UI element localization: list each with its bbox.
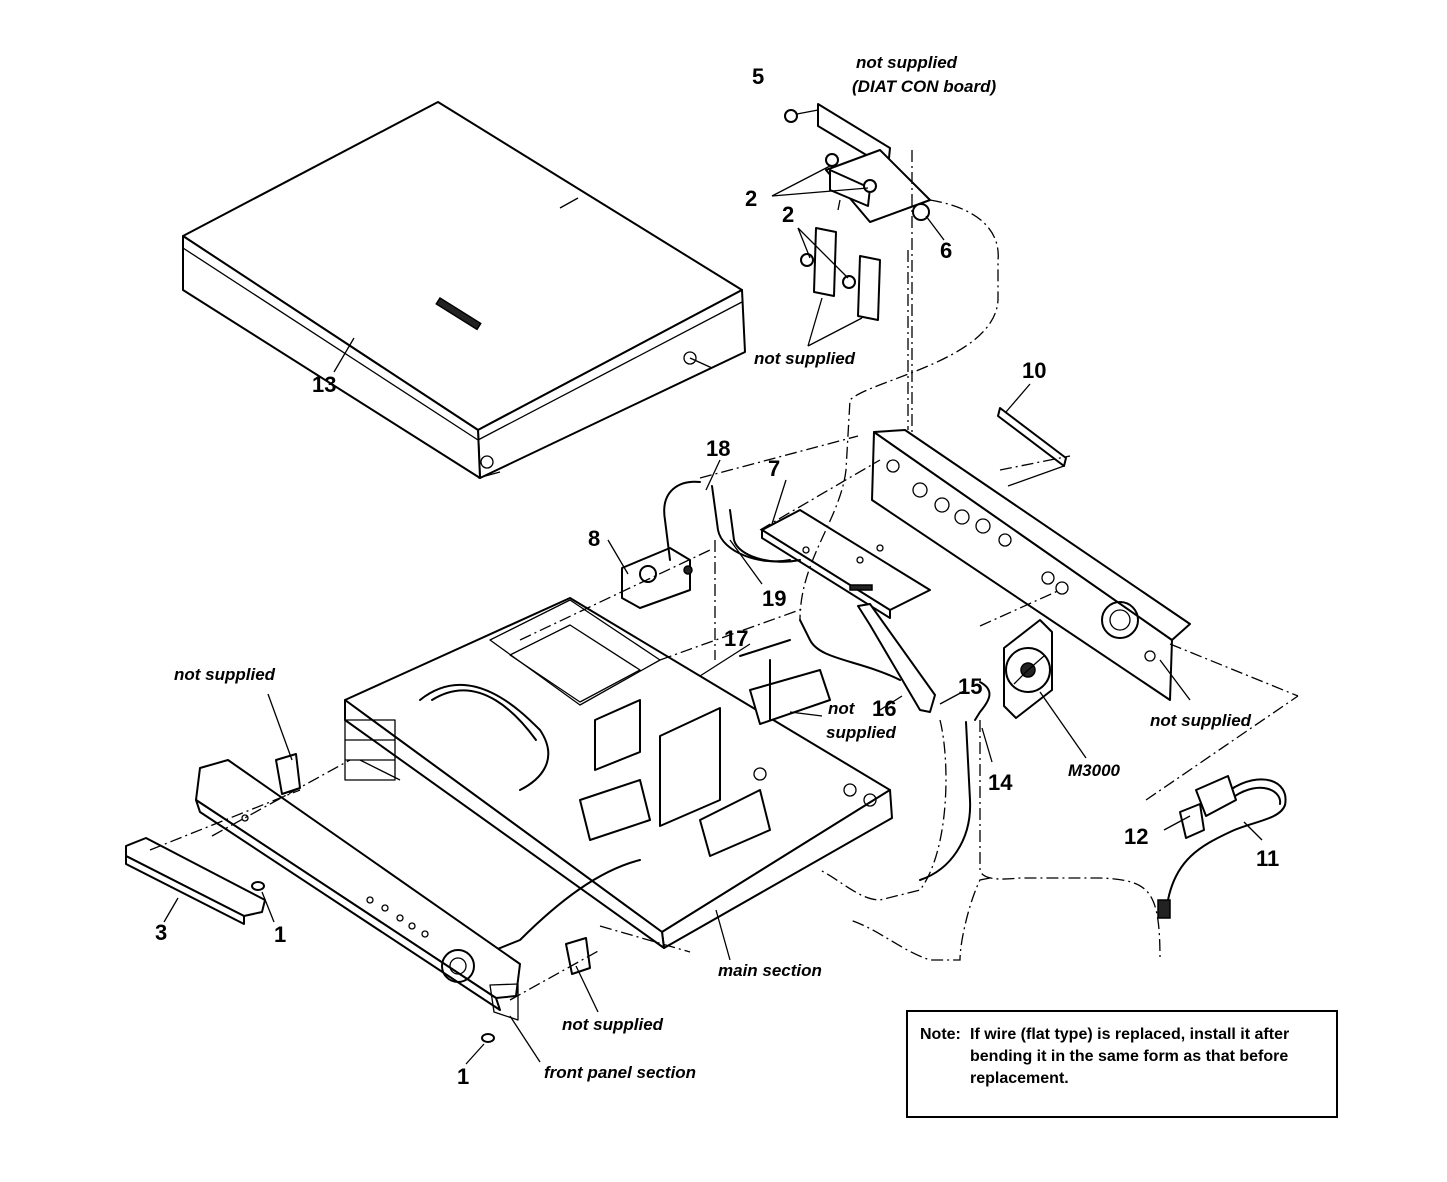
feet-1 bbox=[251, 881, 495, 1043]
power-cord bbox=[1157, 775, 1287, 919]
callout-10: 10 bbox=[1022, 358, 1046, 383]
leader-lines bbox=[163, 165, 1263, 1065]
note-box: Note: If wire (flat type) is replaced, in… bbox=[906, 1010, 1338, 1118]
alignment-lines bbox=[149, 150, 1299, 1001]
callout-8: 8 bbox=[588, 526, 600, 551]
label-diat-con-board: (DIAT CON board) bbox=[852, 77, 997, 96]
top-cover-part bbox=[182, 101, 746, 479]
callout-14: 14 bbox=[988, 770, 1013, 795]
callout-3: 3 bbox=[155, 920, 167, 945]
callout-1-lower: 1 bbox=[457, 1064, 469, 1089]
callout-m3000: M3000 bbox=[1068, 761, 1121, 780]
label-not: not bbox=[828, 699, 856, 718]
label-not-supplied-diat: not supplied bbox=[856, 53, 958, 72]
rear-panel bbox=[871, 429, 1191, 701]
label-front-panel-section: front panel section bbox=[544, 1063, 696, 1082]
label-supplied: supplied bbox=[826, 723, 897, 742]
part-3 bbox=[125, 837, 266, 925]
callout-15: 15 bbox=[958, 674, 982, 699]
label-not-supplied-left: not supplied bbox=[174, 665, 276, 684]
callout-12: 12 bbox=[1124, 824, 1148, 849]
callout-18: 18 bbox=[706, 436, 730, 461]
callout-5: 5 bbox=[752, 64, 764, 89]
callout-2-lower: 2 bbox=[782, 202, 794, 227]
note-heading: Note: bbox=[920, 1026, 961, 1043]
label-main-section: main section bbox=[718, 961, 822, 980]
callout-19: 19 bbox=[762, 586, 786, 611]
main-chassis bbox=[344, 597, 893, 961]
callout-16: 16 bbox=[872, 696, 896, 721]
part-8 bbox=[621, 547, 693, 609]
label-not-supplied-bottom: not supplied bbox=[562, 1015, 664, 1034]
flat-wires-14-17 bbox=[739, 603, 991, 881]
label-not-supplied-right: not supplied bbox=[1150, 711, 1252, 730]
callout-6: 6 bbox=[940, 238, 952, 263]
callout-13: 13 bbox=[312, 372, 336, 397]
part-labels: not supplied (DIAT CON board) not suppli… bbox=[174, 53, 1252, 1082]
callout-7: 7 bbox=[768, 456, 780, 481]
label-not-supplied-brackets: not supplied bbox=[754, 349, 856, 368]
bracket-10 bbox=[997, 407, 1067, 487]
support-brackets bbox=[800, 227, 881, 321]
callout-2-upper: 2 bbox=[745, 186, 757, 211]
note-text: If wire (flat type) is replaced, install… bbox=[970, 1026, 1290, 1087]
callout-11: 11 bbox=[1256, 846, 1279, 871]
callout-17: 17 bbox=[724, 626, 748, 651]
fan-m3000 bbox=[1003, 619, 1053, 719]
diat-con-bracket bbox=[784, 103, 931, 223]
callout-1-upper: 1 bbox=[274, 922, 286, 947]
circuit-board-7 bbox=[761, 509, 931, 619]
callout-numbers: 5 2 2 6 13 10 18 7 8 19 17 16 15 14 12 1… bbox=[155, 64, 1279, 1089]
